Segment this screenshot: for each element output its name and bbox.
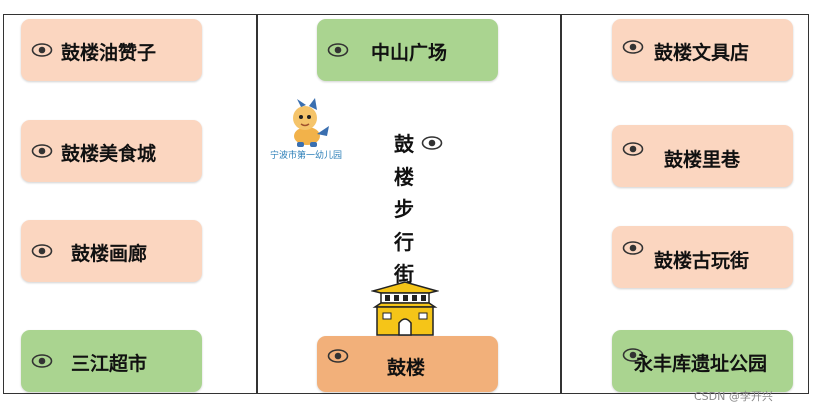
place-label: 鼓楼古玩街 (654, 246, 749, 273)
place-label: 鼓楼画廊 (71, 239, 147, 266)
place-card-left-2[interactable]: 鼓楼美食城 (21, 120, 202, 182)
eye-icon (327, 348, 349, 364)
drum-tower-icon (371, 281, 439, 337)
column-divider-left (256, 14, 258, 394)
place-card-right-3[interactable]: 鼓楼古玩街 (612, 226, 793, 288)
title-char: 楼 (384, 161, 424, 194)
eye-icon (622, 240, 644, 256)
place-card-right-1[interactable]: 鼓楼文具店 (612, 19, 793, 81)
place-label: 鼓楼文具店 (654, 38, 749, 65)
eye-icon (622, 39, 644, 55)
watermark: CSDN @李开兴 (694, 388, 773, 404)
place-card-right-2[interactable]: 鼓楼里巷 (612, 125, 793, 187)
mascot-illustration (281, 96, 337, 148)
eye-icon (31, 42, 53, 58)
place-label: 鼓楼油赞子 (61, 38, 156, 65)
street-title-vertical: 鼓 楼 步 行 街 (384, 128, 424, 291)
place-label: 鼓楼 (387, 353, 425, 380)
place-label: 永丰库遗址公园 (634, 349, 767, 376)
place-label: 三江超市 (71, 349, 147, 376)
title-char: 步 (384, 193, 424, 226)
place-card-center-bottom[interactable]: 鼓楼 (317, 336, 498, 392)
eye-icon[interactable] (421, 135, 443, 151)
mascot-caption: 宁波市第一幼儿园 (270, 148, 342, 161)
eye-icon (31, 353, 53, 369)
eye-icon (327, 42, 349, 58)
column-divider-right (560, 14, 562, 394)
place-label: 鼓楼美食城 (61, 139, 156, 166)
eye-icon (622, 141, 644, 157)
title-char: 鼓 (384, 128, 424, 161)
place-card-center-top[interactable]: 中山广场 (317, 19, 498, 81)
place-card-right-4[interactable]: 永丰库遗址公园 (612, 330, 793, 392)
place-card-left-4[interactable]: 三江超市 (21, 330, 202, 392)
place-label: 鼓楼里巷 (664, 145, 740, 172)
title-char: 行 (384, 226, 424, 259)
eye-icon (31, 143, 53, 159)
place-label: 中山广场 (371, 38, 447, 65)
place-card-left-1[interactable]: 鼓楼油赞子 (21, 19, 202, 81)
eye-icon (31, 243, 53, 259)
place-card-left-3[interactable]: 鼓楼画廊 (21, 220, 202, 282)
